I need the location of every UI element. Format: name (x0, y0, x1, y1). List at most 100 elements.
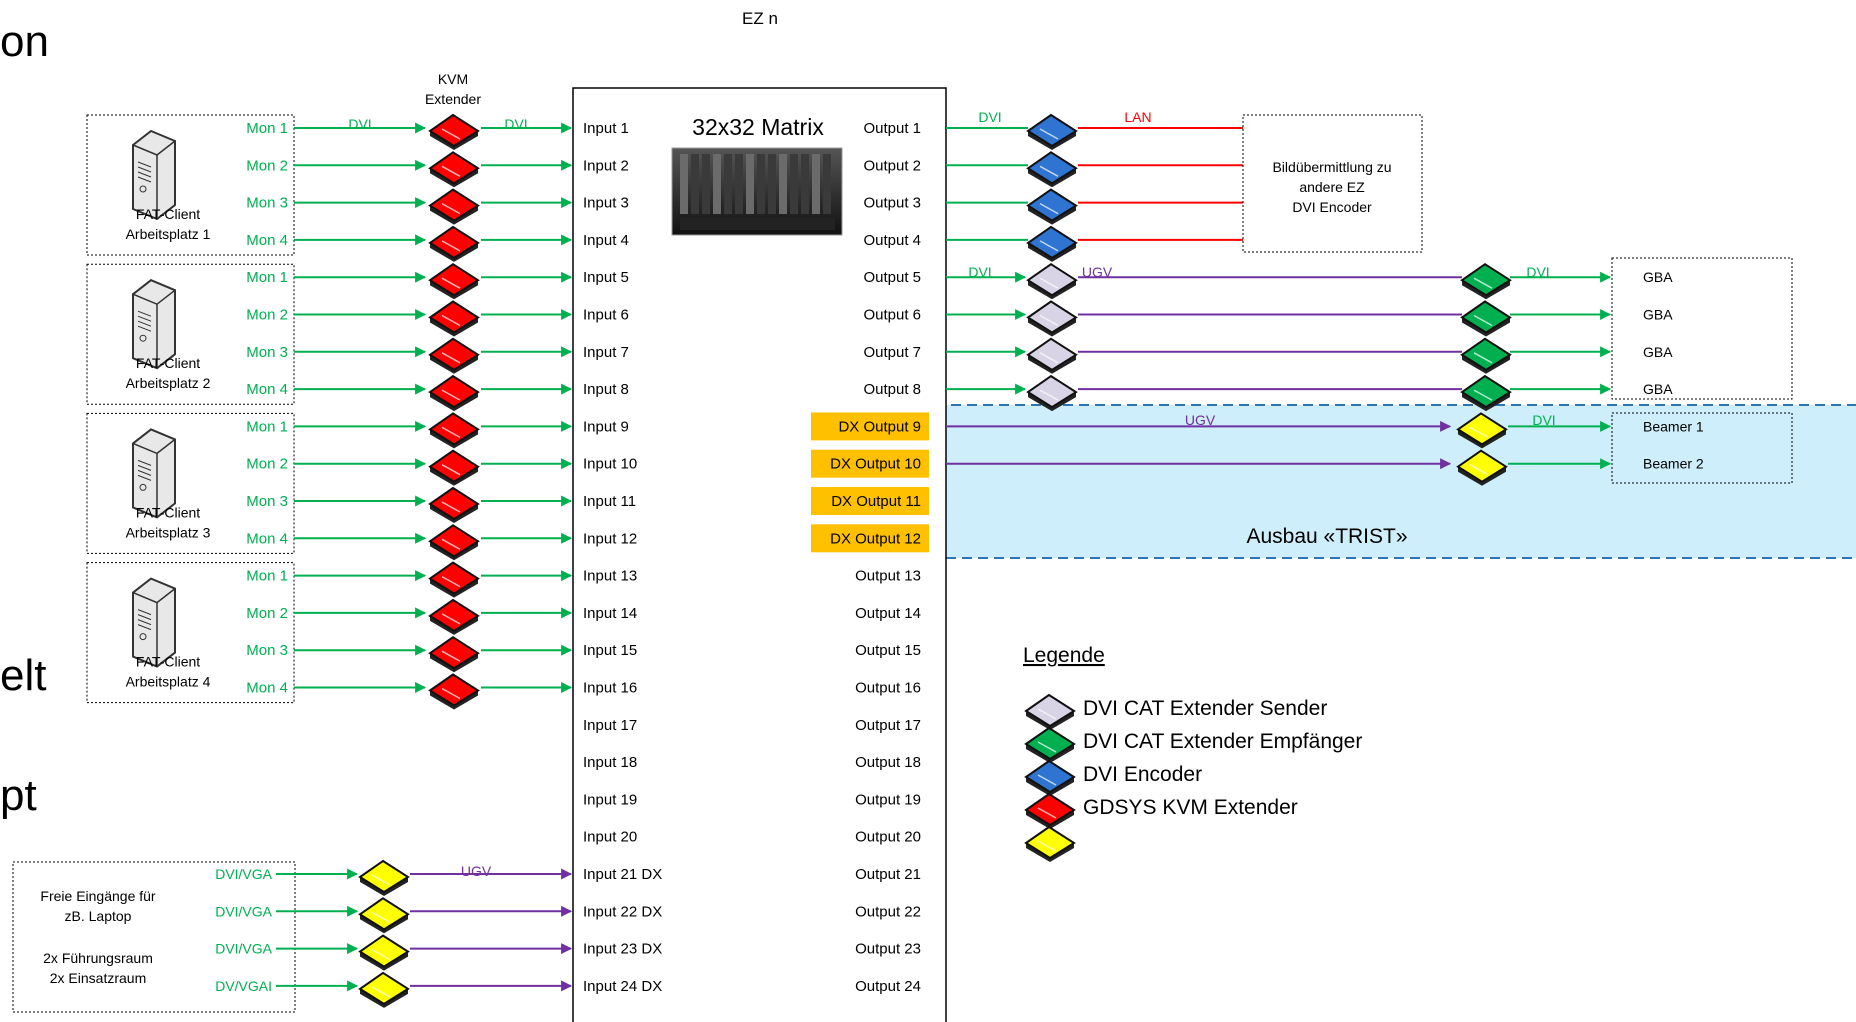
cropped-text-3: pt (0, 771, 37, 820)
matrix-output-label: Output 8 (863, 381, 921, 398)
lan-label: LAN (1124, 109, 1151, 125)
dvi-cat-sender-icon (1026, 300, 1078, 337)
matrix-card-slot (801, 154, 809, 214)
matrix-output-label: Output 1 (863, 120, 921, 137)
matrix-output-label: Output 20 (855, 829, 921, 846)
matrix-input-label: Input 15 (583, 642, 637, 659)
matrix-input-label: Input 11 (583, 493, 636, 510)
beamer-label: Beamer 2 (1643, 456, 1704, 472)
matrix-card-slot (724, 154, 732, 214)
monitor-label: Mon 3 (246, 195, 288, 212)
matrix-card-slot (757, 154, 765, 214)
matrix-input-label: Input 4 (583, 232, 629, 249)
matrix-device-image (671, 147, 843, 236)
matrix-card-slot (735, 154, 743, 214)
client-box (86, 412, 295, 554)
legend-label: DVI CAT Extender Empfänger (1083, 730, 1362, 753)
kvm-extender-icon (428, 412, 480, 449)
dx-sender-icon (358, 971, 410, 1008)
legend-icon (1024, 759, 1076, 796)
dvi-cat-receiver-icon (1460, 262, 1512, 300)
matrix-output-label: Output 15 (855, 642, 921, 659)
legend-title: Legende (1023, 644, 1105, 667)
client-label-1: FAT-Client (136, 654, 200, 670)
dx-sender-icon (358, 934, 410, 971)
client-box (86, 114, 295, 256)
gba-box (1611, 257, 1793, 400)
matrix-input-label: Input 19 (583, 791, 637, 808)
matrix-input-label: Input 18 (583, 754, 637, 771)
cropped-text-2: elt (0, 651, 46, 700)
matrix-input-label: Input 5 (583, 269, 629, 286)
dvi-encoder-icon (1026, 188, 1078, 225)
gba-label: GBA (1643, 381, 1673, 397)
dx-output-badge (811, 487, 929, 515)
kvm-extender-icon (428, 561, 480, 598)
matrix-card-slot (768, 154, 776, 214)
kvm-extender-label-1: KVM (438, 71, 468, 87)
monitor-label: Mon 3 (246, 493, 288, 510)
dvi-encoder-icon (1026, 151, 1078, 188)
dvi-label: DVI (1532, 412, 1555, 428)
matrix-card-slot (779, 154, 787, 214)
dvi-label: DVI (1526, 264, 1549, 280)
matrix-card-slot (746, 154, 754, 214)
matrix-input-label: Input 21 DX (583, 866, 662, 883)
matrix-output-label: Output 16 (855, 680, 921, 697)
kvm-extender-icon (428, 598, 480, 635)
dvi-cat-sender-icon (1026, 337, 1078, 374)
dx-sender-icon (358, 859, 410, 896)
free-input-port-label: DV/VGAI (215, 978, 272, 994)
matrix-output-label: Output 13 (855, 568, 921, 585)
matrix-output-label: DX Output 11 (831, 493, 921, 510)
dx-output-badge (811, 524, 929, 553)
free-input-port-label: DVI/VGA (215, 866, 272, 882)
matrix-card-slot (702, 154, 710, 214)
dvi-cat-receiver-icon (1460, 374, 1512, 412)
ugv-label: UGV (461, 863, 492, 879)
matrix-output-label: Output 2 (863, 157, 921, 174)
free-inputs-text-2: zB. Laptop (65, 908, 132, 924)
matrix-output-label: Output 14 (855, 605, 921, 622)
matrix-input-label: Input 2 (583, 157, 629, 174)
kvm-extender-icon (428, 486, 480, 523)
pc-tower-icon (132, 428, 176, 519)
monitor-label: Mon 1 (246, 568, 288, 585)
monitor-label: Mon 4 (246, 680, 288, 697)
monitor-label: Mon 2 (246, 307, 288, 324)
matrix-input-label: Input 14 (583, 605, 637, 622)
dvi-label: DVI (504, 116, 527, 132)
kvm-extender-icon (428, 635, 480, 673)
matrix-output-label: DX Output 12 (830, 530, 921, 547)
dvi-encoder-icon (1026, 113, 1078, 150)
matrix-input-label: Input 23 DX (583, 941, 662, 958)
matrix-output-label: Output 17 (855, 717, 921, 734)
kvm-extender-icon (428, 673, 480, 710)
beamer-label: Beamer 1 (1643, 418, 1704, 434)
legend-icon (1024, 726, 1076, 763)
client-box (86, 562, 295, 704)
matrix-output-label: Output 3 (863, 195, 921, 212)
pc-tower-icon (132, 577, 176, 668)
encoder-box (1242, 114, 1423, 253)
matrix-card-slot (713, 154, 721, 214)
matrix-output-label: Output 22 (855, 903, 921, 920)
dx-output-badge (811, 412, 929, 441)
matrix-input-label: Input 8 (583, 381, 629, 398)
pc-tower-icon (132, 279, 176, 370)
kvm-extender-icon (428, 337, 480, 374)
monitor-label: Mon 2 (246, 605, 288, 622)
legend-label: GDSYS KVM Extender (1083, 796, 1298, 819)
cropped-text-1: on (0, 17, 49, 66)
matrix-input-label: Input 10 (583, 456, 637, 473)
client-label-1: FAT-Client (136, 355, 200, 371)
matrix-output-label: Output 5 (863, 269, 921, 286)
kvm-extender-label-2: Extender (425, 91, 481, 107)
matrix-input-label: Input 17 (583, 717, 637, 734)
monitor-label: Mon 1 (246, 269, 288, 286)
monitor-label: Mon 1 (246, 418, 288, 435)
monitor-label: Mon 1 (246, 120, 288, 137)
free-inputs-text-1: Freie Eingänge für (40, 888, 156, 904)
dx-output-badge (811, 449, 929, 478)
client-label-2: Arbeitsplatz 1 (126, 226, 211, 242)
